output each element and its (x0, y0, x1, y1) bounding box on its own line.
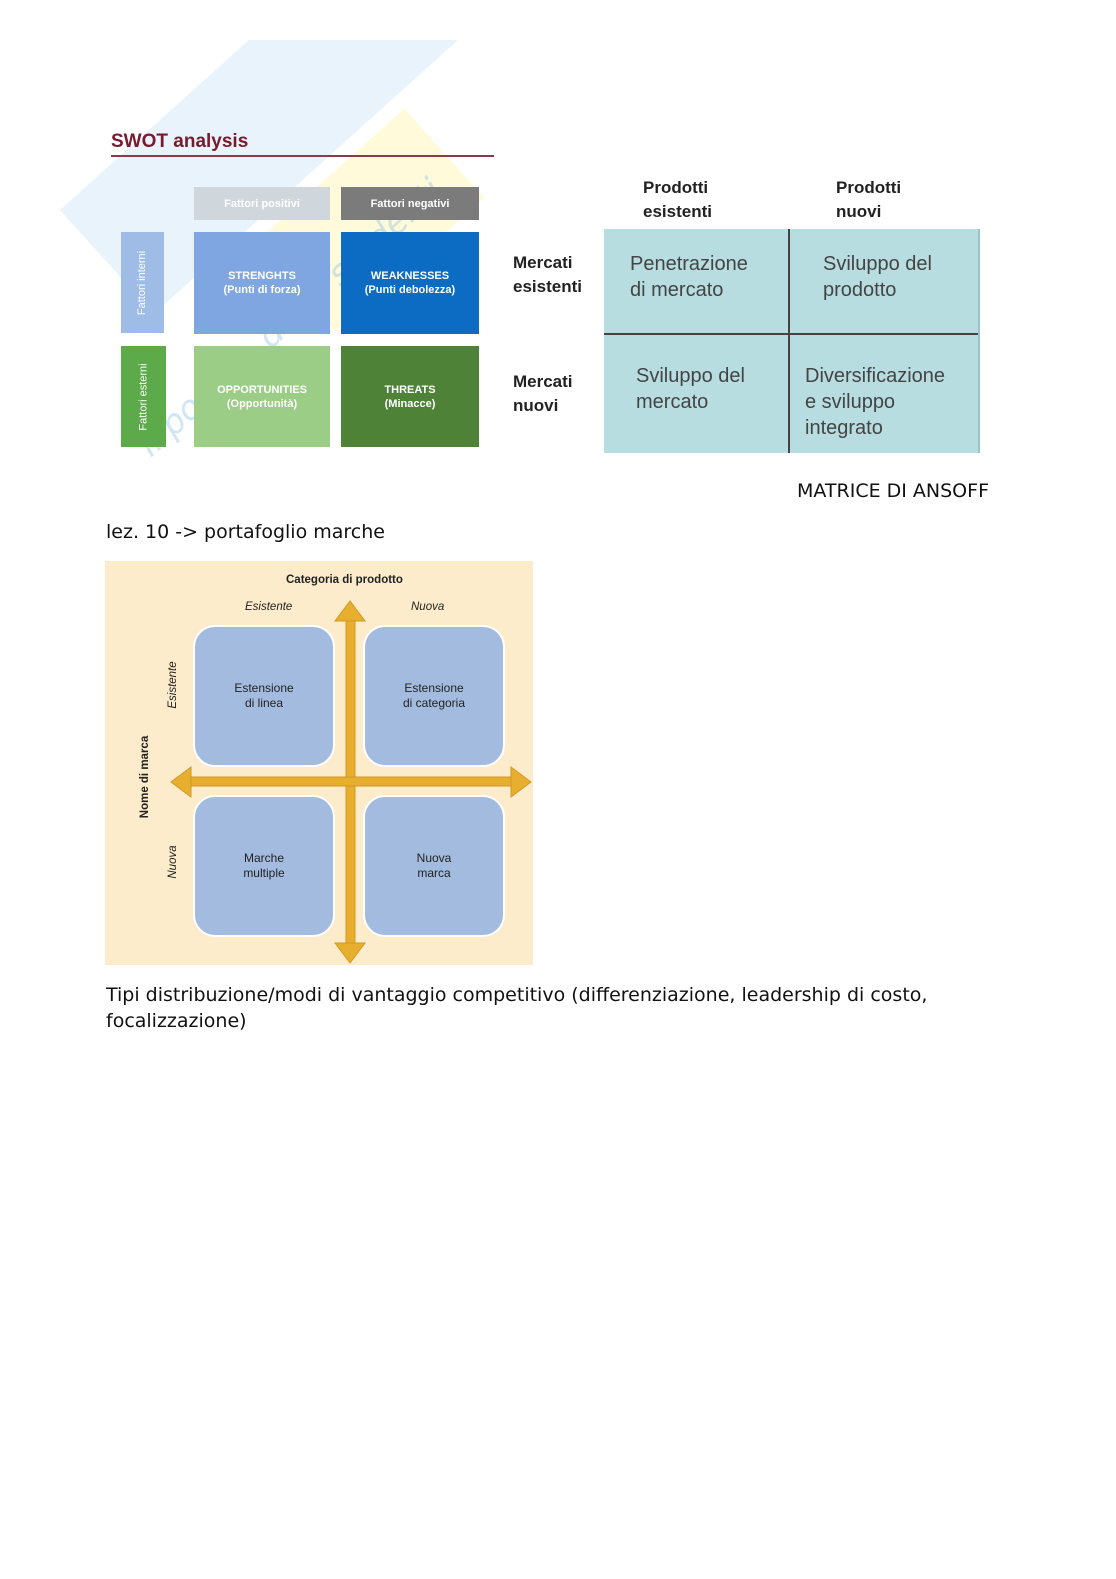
swot-opportunities-title: OPPORTUNITIES (217, 383, 307, 396)
ansoff-cell-product-dev: Sviluppo del prodotto (823, 251, 932, 303)
bp-cell-text: di categoria (402, 696, 466, 710)
ansoff-caption: MATRICE DI ANSOFF (797, 480, 989, 502)
ansoff-cell-text: Diversificazione (805, 365, 946, 387)
swot-strengths: STRENGHTS (Punti di forza) (194, 232, 330, 334)
arrow-down-icon (334, 942, 366, 964)
arrow-up-icon (334, 600, 366, 622)
ansoff-cell-penetration: Penetrazione di mercato (630, 251, 748, 303)
ansoff-cell-market-dev: Sviluppo del mercato (636, 363, 745, 415)
ansoff-cell-text: Sviluppo del (823, 253, 932, 275)
swot-row-internal: Fattori interni (121, 232, 164, 333)
bp-col-new: Nuova (411, 601, 445, 613)
swot-weaknesses: WEAKNESSES (Punti debolezza) (341, 232, 479, 334)
swot-header-negative: Fattori negativi (341, 187, 479, 220)
ansoff-row-new: Mercati nuovi (513, 370, 573, 418)
bp-axes-arrows (170, 600, 532, 964)
bp-cell-text: Nuova (416, 851, 452, 865)
ansoff-row-existing-line1: Mercati (513, 253, 573, 272)
swot-strengths-subtitle: (Punti di forza) (223, 284, 301, 296)
swot-weaknesses-subtitle: (Punti debolezza) (364, 284, 456, 296)
arrow-left-icon (170, 766, 192, 798)
bp-top-title: Categoria di prodotto (286, 574, 403, 586)
bp-cell-text: di linea (244, 696, 284, 710)
bp-horizontal-axis (188, 776, 514, 787)
ansoff-row-new-line1: Mercati (513, 372, 573, 391)
ansoff-row-existing-line2: esistenti (513, 277, 582, 296)
ansoff-cell-text: e sviluppo (805, 391, 896, 413)
text-line-portafoglio: lez. 10 -> portafoglio marche (106, 521, 385, 543)
bp-cell-text: Marche (243, 851, 284, 865)
ansoff-col-new-line1: Prodotti (836, 178, 902, 197)
bp-cell-text: Estensione (404, 681, 464, 695)
ansoff-cell-text: prodotto (823, 279, 897, 301)
ansoff-cell-text: Penetrazione (630, 253, 748, 275)
swot-opportunities: OPPORTUNITIES (Opportunità) (194, 346, 330, 447)
ansoff-col-new: Prodotti nuovi (836, 176, 901, 224)
swot-header-positive: Fattori positivi (194, 187, 330, 220)
swot-title-rule (111, 155, 494, 157)
ansoff-cell-text: di mercato (630, 279, 724, 301)
text-line-distribuzione-2: focalizzazione) (106, 1010, 247, 1032)
text-line-distribuzione-1: Tipi distribuzione/modi di vantaggio com… (106, 984, 928, 1006)
bp-cell-multiple-brands: Marche multiple (193, 795, 335, 937)
swot-strengths-title: STRENGHTS (228, 270, 296, 282)
ansoff-row-new-line2: nuovi (513, 396, 559, 415)
ansoff-col-existing-line2: esistenti (643, 202, 712, 221)
ansoff-divider-vertical (788, 229, 790, 453)
bp-cell-text: Estensione (234, 681, 294, 695)
bp-cell-new-brand: Nuova marca (363, 795, 505, 937)
swot-threats: THREATS (Minacce) (341, 346, 479, 447)
swot-threats-subtitle: (Minacce) (384, 397, 436, 410)
swot-row-external: Fattori esterni (121, 346, 166, 447)
ansoff-matrix: Penetrazione di mercato Sviluppo del pro… (604, 229, 980, 453)
ansoff-col-existing-line1: Prodotti (643, 178, 709, 197)
ansoff-cell-diversification: Diversificazione e sviluppo integrato (805, 363, 945, 441)
ansoff-cell-text: Sviluppo del (636, 365, 745, 387)
ansoff-row-existing: Mercati esistenti (513, 251, 582, 299)
swot-row-internal-label: Fattori interni (136, 250, 149, 315)
swot-threats-title: THREATS (384, 383, 436, 396)
ansoff-col-existing: Prodotti esistenti (643, 176, 712, 224)
ansoff-cell-text: mercato (636, 391, 709, 413)
ansoff-col-new-line2: nuovi (836, 202, 882, 221)
bp-cell-text: marca (417, 866, 451, 880)
bp-cell-category-extension: Estensione di categoria (363, 625, 505, 767)
ansoff-divider-horizontal (604, 333, 978, 335)
bp-cell-line-extension: Estensione di linea (193, 625, 335, 767)
brand-portfolio-diagram: Categoria di prodotto Esistente Nuova No… (105, 561, 533, 965)
swot-weaknesses-title: WEAKNESSES (370, 270, 450, 282)
bp-col-existing: Esistente (245, 601, 293, 613)
ansoff-cell-text: integrato (805, 417, 883, 439)
swot-opportunities-subtitle: (Opportunità) (226, 397, 298, 410)
swot-row-external-label: Fattori esterni (137, 362, 150, 431)
bp-cell-text: multiple (243, 866, 285, 880)
arrow-right-icon (510, 766, 532, 798)
swot-title: SWOT analysis (111, 131, 249, 152)
